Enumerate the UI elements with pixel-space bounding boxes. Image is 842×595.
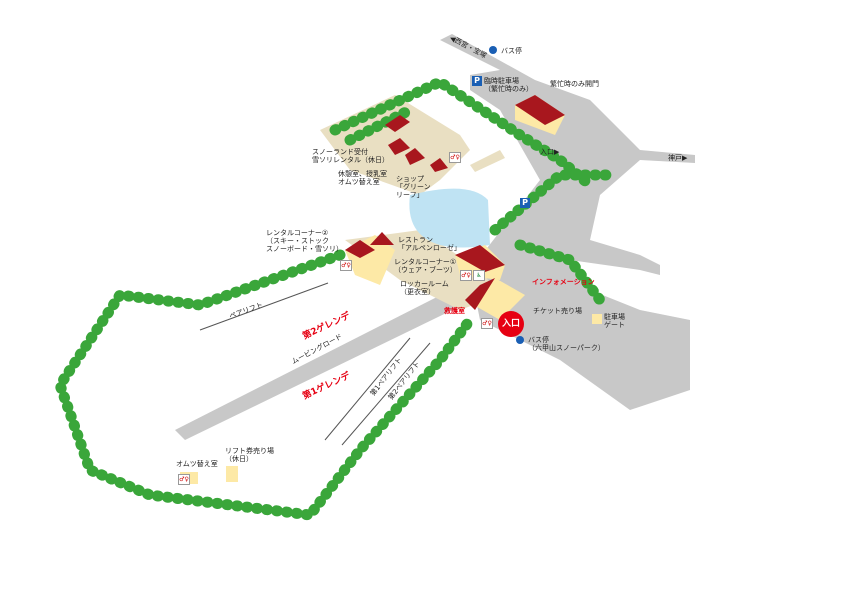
- restroom-icon: ♂♀: [340, 260, 352, 271]
- bus-stop-icons: [489, 46, 524, 344]
- lift-ticket-line: リフト券売り場: [225, 447, 274, 455]
- parking-icon: P: [472, 76, 482, 86]
- ticket-label: チケット売り場: [533, 307, 582, 315]
- parking-gate-line: 駐車場: [604, 313, 625, 321]
- locker-line: （更衣室）: [400, 288, 435, 296]
- shop-line: ショップ: [396, 175, 424, 183]
- diaper-label: オムツ替え室: [176, 460, 218, 468]
- temp-parking-label: 臨時駐車場（繁忙時のみ）: [484, 77, 533, 93]
- rest-room-label: 休憩室、授乳室オムツ替え室: [338, 170, 387, 186]
- bus-stop-main-line: （六甲山スノーパーク）: [528, 344, 605, 352]
- locker-line: ロッカールーム: [400, 280, 449, 288]
- rest-room-line: 休憩室、授乳室: [338, 170, 387, 178]
- shop-label: ショップ「グリーンリーフ」: [396, 175, 431, 199]
- tree-line: [53, 75, 616, 521]
- lifts: [199, 282, 431, 446]
- restroom-icon: ♂♀: [481, 318, 493, 329]
- restaurant-label: レストラン「アルペンローゼ」: [398, 236, 461, 252]
- restroom-icon: ♂♀: [449, 152, 461, 163]
- busy-gate-label: 繁忙時のみ開門: [550, 80, 599, 88]
- locker-label: ロッカールーム（更衣室）: [400, 280, 449, 296]
- shop-line: リーフ」: [396, 191, 424, 199]
- restroom-icon: ♂♀: [178, 474, 190, 485]
- parking-gate-line: ゲート: [604, 321, 625, 329]
- shop-line: 「グリーン: [396, 183, 431, 191]
- rental1-line: （ウェア・ブーツ）: [394, 266, 457, 274]
- rental2-line: スノーボード・雪ソリ）: [266, 245, 343, 253]
- road-kobe-label: 神戸▶: [668, 154, 688, 162]
- restaurant-line: 「アルペンローゼ」: [398, 244, 461, 252]
- bus-stop-main-label: バス停（六甲山スノーパーク）: [528, 336, 605, 352]
- snowland-line: スノーランド受付: [312, 148, 368, 156]
- snowland-label: スノーランド受付雪ソリレンタル（休日）: [312, 148, 389, 164]
- restaurant-line: レストラン: [398, 236, 433, 244]
- accessible-icon: ♿: [473, 270, 485, 281]
- bus-stop-main-line: バス停: [528, 336, 549, 344]
- rental2-line: レンタルコーナー②: [266, 229, 329, 237]
- rental1-line: レンタルコーナー①: [394, 258, 457, 266]
- rest-room-line: オムツ替え室: [338, 178, 380, 186]
- restroom-icon: ♂♀: [460, 270, 472, 281]
- information-label: インフォメーション: [532, 278, 595, 286]
- pond: [409, 188, 490, 248]
- rental2-label: レンタルコーナー②（スキー・ストックスノーボード・雪ソリ）: [266, 229, 343, 253]
- snowland-line: 雪ソリレンタル（休日）: [312, 156, 389, 164]
- parking-gate-label: 駐車場ゲート: [604, 313, 625, 329]
- parking-icon-2: P: [520, 198, 530, 208]
- bus-stop-top-label: バス停: [501, 47, 522, 55]
- lift-ticket-label: リフト券売り場（休日）: [225, 447, 274, 463]
- temp-parking-note: （繁忙時のみ）: [484, 85, 533, 93]
- entrance-small-label: 入口▶: [540, 148, 560, 156]
- lift-ticket-line: （休日）: [225, 455, 253, 463]
- rental1-label: レンタルコーナー①（ウェア・ブーツ）: [394, 258, 457, 274]
- main-entrance-badge: 入口: [498, 311, 524, 337]
- rental2-line: （スキー・ストック: [266, 237, 329, 245]
- first-aid-label: 救護室: [444, 307, 465, 315]
- temp-parking-title: 臨時駐車場: [484, 77, 519, 85]
